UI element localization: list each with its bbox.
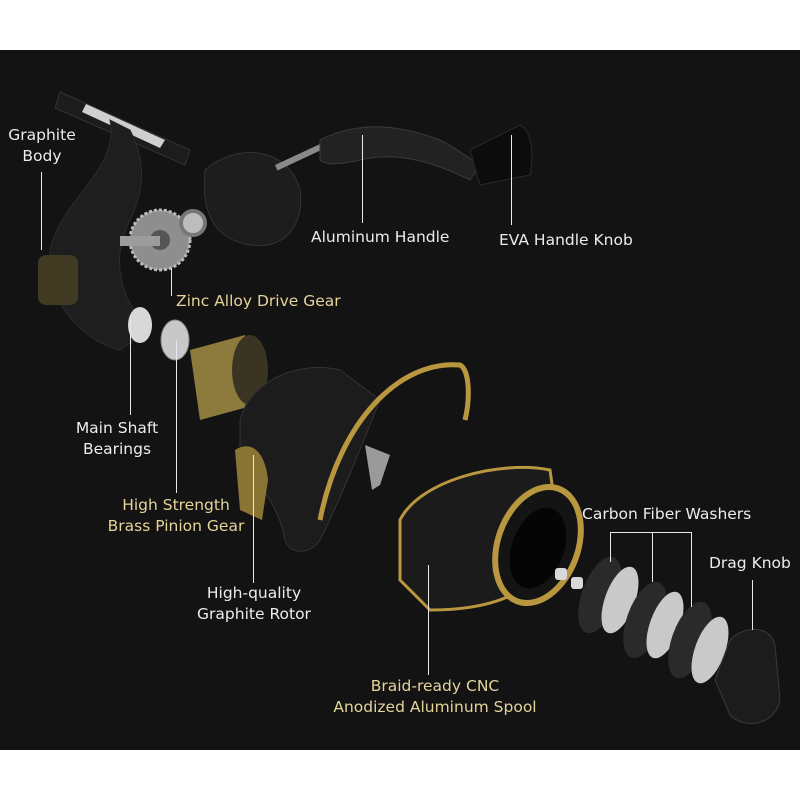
eva-knob-part: [469, 124, 533, 186]
label-graphite-rotor: High-quality Graphite Rotor: [197, 584, 311, 623]
bail-trip: [365, 445, 390, 490]
brass-pinion-part: [190, 335, 268, 420]
label-main-shaft-bearings: Main Shaft Bearings: [75, 419, 159, 458]
graphite-rotor-part: [235, 362, 471, 552]
graphite-body-part: [38, 91, 191, 351]
leader-aluminum-handle: [362, 135, 363, 223]
leader-pinion-gear: [176, 340, 177, 493]
label-brass-pinion-gear: High Strength Brass Pinion Gear: [107, 496, 245, 535]
label-eva-handle-knob: EVA Handle Knob: [499, 231, 633, 249]
label-spool: Braid-ready CNC Anodized Aluminum Spool: [333, 677, 537, 716]
label-graphite-body: Graphite Body: [8, 126, 76, 165]
label-drag-knob: Drag Knob: [709, 554, 791, 572]
leader-graphite-rotor: [253, 455, 254, 583]
drag-knob-part: [714, 628, 781, 724]
leader-washer-3: [691, 532, 692, 607]
shaft-bearings-part: [128, 307, 190, 361]
drive-gear-part: [120, 208, 192, 272]
leader-eva-knob: [511, 135, 512, 225]
leader-washers-bar: [610, 532, 691, 533]
label-carbon-fiber-washers: Carbon Fiber Washers: [582, 505, 752, 523]
leader-drag-knob: [752, 580, 753, 630]
leader-washer-2: [652, 532, 653, 582]
leader-shaft-bearings: [130, 320, 131, 415]
leader-washer-1: [610, 532, 611, 562]
leader-spool: [428, 565, 429, 675]
aluminum-handle-part: [275, 126, 481, 181]
bearing-small: [179, 209, 207, 237]
leader-graphite-body: [41, 172, 42, 250]
label-aluminum-handle: Aluminum Handle: [311, 228, 450, 246]
label-zinc-drive-gear: Zinc Alloy Drive Gear: [176, 292, 341, 310]
washers-part: [555, 556, 729, 684]
spool-part: [398, 466, 584, 612]
leader-drive-gear: [171, 268, 172, 296]
